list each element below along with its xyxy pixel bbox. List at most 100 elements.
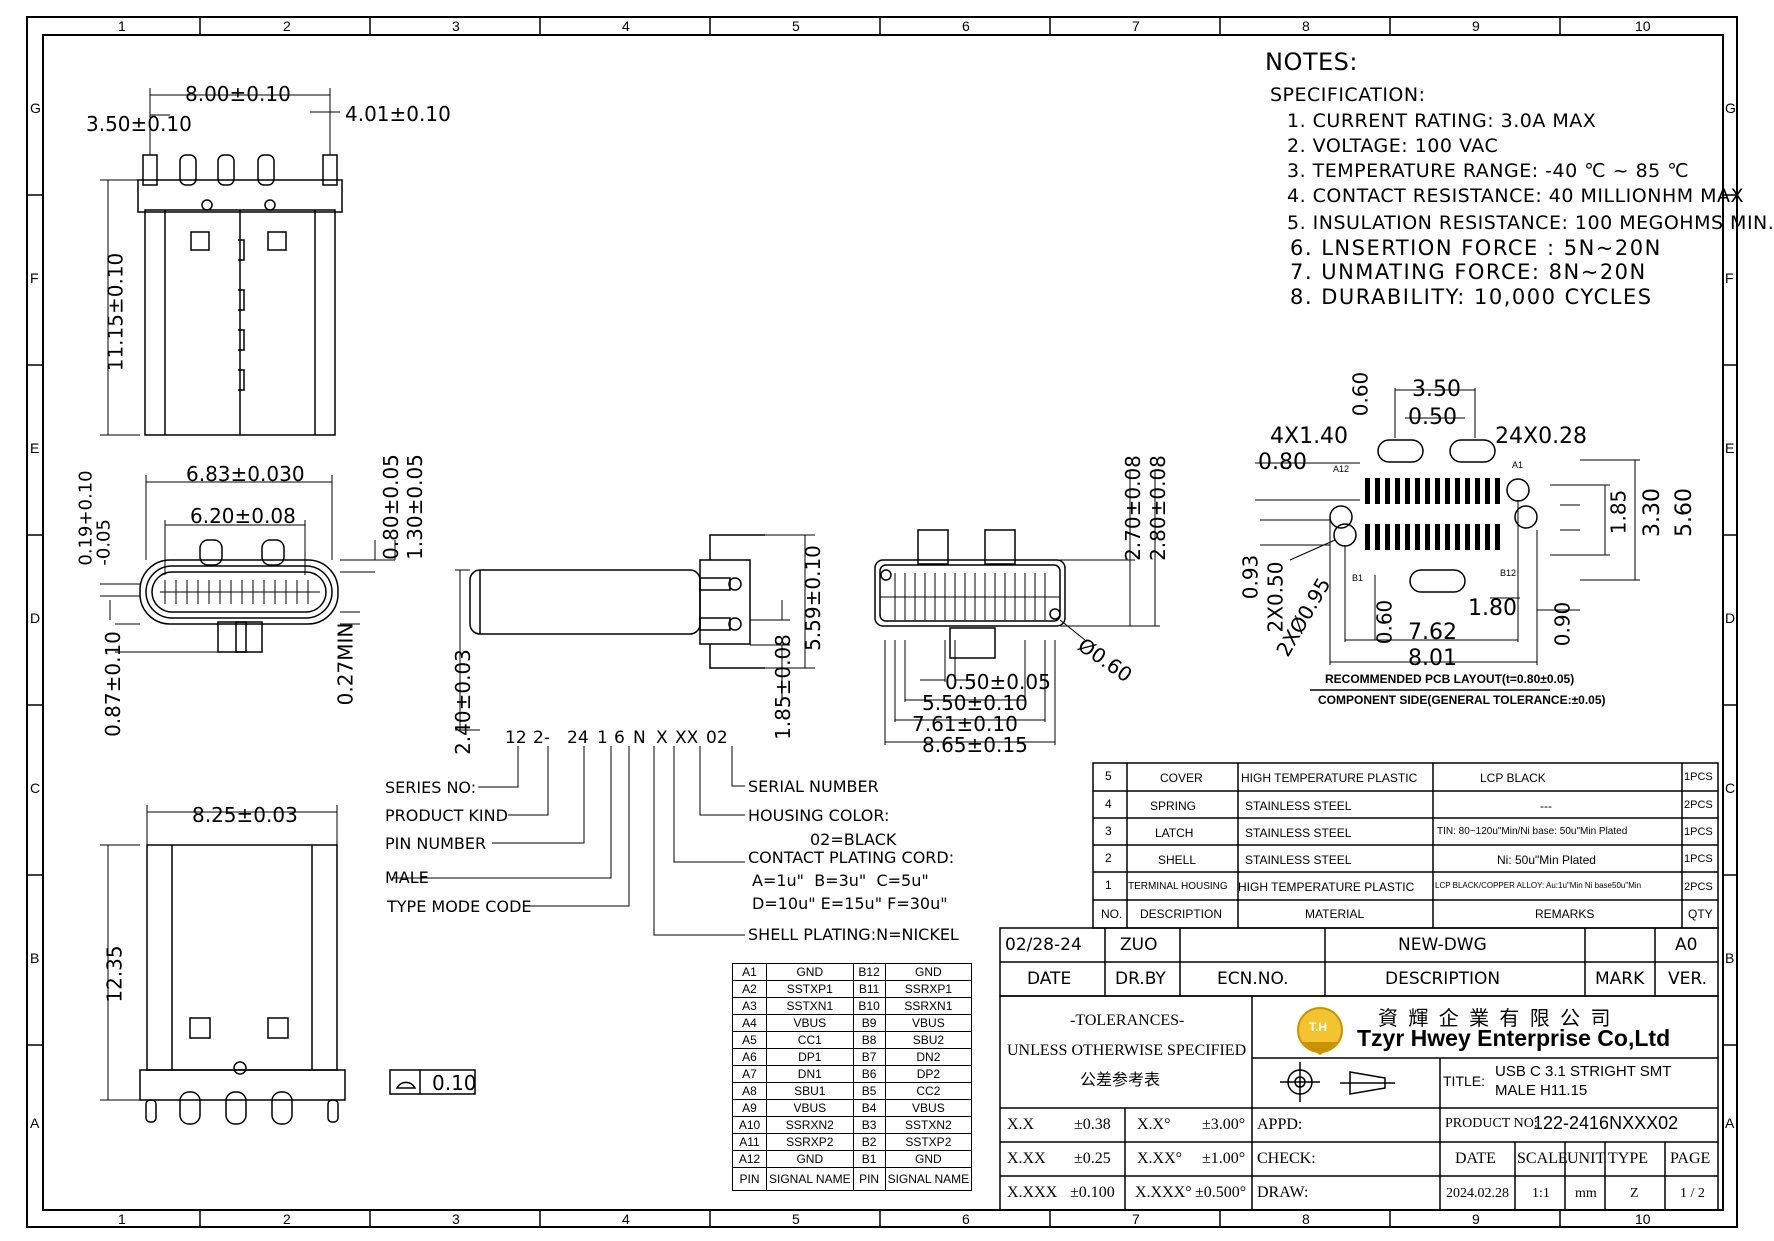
pin-cell: B9 <box>852 1014 886 1032</box>
product-label: PRODUCT NO: <box>1445 1116 1538 1131</box>
tb-header: TYPE <box>1608 1150 1648 1167</box>
note-item: 4. CONTACT RESISTANCE: 40 MILLIONHM MAX <box>1287 185 1745 207</box>
tol-cell: ±0.38 <box>1074 1116 1111 1133</box>
col-label: 8 <box>1302 1211 1310 1227</box>
pin-cell: B1 <box>852 1150 886 1168</box>
row-label: D <box>1725 610 1736 626</box>
pin-cell: A7 <box>732 1065 767 1083</box>
bom-grid <box>1092 762 1719 929</box>
partno-seg: XX <box>675 728 699 748</box>
partno-leaders <box>392 746 745 936</box>
bom-header: NO. <box>1101 907 1123 921</box>
tol-cell: X.XX° <box>1137 1150 1183 1167</box>
row-label: D <box>30 610 41 626</box>
partno-seg: 24 <box>567 728 589 748</box>
tb-value: 2024.02.28 <box>1446 1186 1509 1201</box>
partno-label: CONTACT PLATING CORD: <box>748 848 955 867</box>
dim-label: 3.30 <box>1639 488 1665 537</box>
tb-value: 1 / 2 <box>1680 1186 1705 1201</box>
note-item: 7. UNMATING FORCE: 8N~20N <box>1290 260 1647 284</box>
row-label: B <box>1725 950 1735 966</box>
dim-label: 4X1.40 <box>1270 424 1349 449</box>
flatness-frame <box>389 1069 476 1095</box>
logo-text: T.H <box>1309 1020 1327 1034</box>
row-label: G <box>1725 100 1736 116</box>
dim-label: 5.59±0.10 <box>800 545 825 651</box>
bom-cell: 5 <box>1105 769 1112 783</box>
bom-cell: COVER <box>1160 771 1203 785</box>
bom-cell: LCP BLACK/COPPER ALLOY: Au:1u"Min Ni bas… <box>1435 881 1642 890</box>
pin-cell: VBUS <box>884 1099 973 1117</box>
pin-cell: A12 <box>732 1150 767 1168</box>
pin-cell: SSRXP2 <box>766 1133 854 1151</box>
col-label: 9 <box>1472 18 1480 34</box>
tol-cell: X.X° <box>1137 1116 1171 1133</box>
partno-label: PRODUCT KIND <box>385 806 508 825</box>
col-label: 7 <box>1132 18 1140 34</box>
dim-label: 0.80±0.05 <box>378 454 403 560</box>
dim-label: 5.60 <box>1671 488 1697 537</box>
tol-cell: ±0.500° <box>1195 1184 1247 1201</box>
company-logo <box>1297 1007 1343 1055</box>
dim-label: 2.70±0.08 <box>1120 455 1145 561</box>
dim-label: 0.80 <box>1258 450 1307 475</box>
row-label: A <box>30 1115 40 1131</box>
note-item: 3. TEMPERATURE RANGE: -40 ℃ ~ 85 ℃ <box>1287 160 1690 182</box>
pin-cell: GND <box>766 1150 854 1168</box>
pcb-layout-pads <box>1365 478 1500 550</box>
spec-title: SPECIFICATION: <box>1270 84 1426 106</box>
front-view <box>139 539 339 653</box>
partno-label: MALE <box>385 868 429 887</box>
bom-cell: Ni: 50u"Min Plated <box>1497 853 1596 867</box>
col-label: 8 <box>1302 18 1310 34</box>
col-label: 10 <box>1635 1211 1651 1227</box>
dim-label: 0.93 <box>1238 554 1263 600</box>
pin-cell: SSTXP2 <box>884 1133 973 1151</box>
zone-ticks <box>27 17 1737 1227</box>
partno-label: A=1u" B=3u" C=5u" <box>752 871 929 890</box>
check-label: CHECK: <box>1257 1150 1316 1167</box>
col-label: 3 <box>452 1211 460 1227</box>
dim-label: 3.50 <box>1412 377 1461 402</box>
notes-title: NOTES: <box>1265 48 1358 76</box>
tol-cell: ±3.00° <box>1202 1116 1246 1133</box>
bom-cell: 2 <box>1105 851 1112 865</box>
dim-label: 6.20±0.08 <box>190 504 296 528</box>
pin-cell: SSRXP1 <box>884 980 973 998</box>
rev-header: VER. <box>1668 969 1707 989</box>
projection-symbol <box>1280 1062 1395 1102</box>
side-view-dims <box>455 534 815 731</box>
rev-header: ECN.NO. <box>1217 969 1289 989</box>
rev-desc: NEW-DWG <box>1398 935 1487 955</box>
partno-label: HOUSING COLOR: <box>748 806 890 825</box>
dim-label: 11.15±0.10 <box>103 252 128 372</box>
inner-frame <box>42 34 1724 1211</box>
pin-header: PIN <box>732 1167 767 1191</box>
tol-cell: X.XXX° <box>1135 1184 1192 1201</box>
pcb-side-view <box>874 529 1066 659</box>
bom-cell: --- <box>1540 799 1552 813</box>
pin-cell: SSRXN1 <box>884 997 973 1015</box>
pin-header: SIGNAL NAME <box>884 1167 973 1191</box>
dim-label: 0.90 <box>1550 601 1575 647</box>
rev-header: MARK <box>1595 969 1645 989</box>
dim-label: 8.01 <box>1408 646 1457 671</box>
front-view-contacts <box>100 475 396 653</box>
bom-cell: LCP BLACK <box>1480 771 1546 785</box>
dim-label: 7.61±0.10 <box>912 712 1018 736</box>
partno-seg: 02 <box>706 728 728 748</box>
row-label: A <box>1725 1115 1735 1131</box>
dim-label: 1.30±0.05 <box>402 454 427 560</box>
pin-cell: B10 <box>852 997 886 1015</box>
company-name-en: Tzyr Hwey Enterprise Co,Ltd <box>1357 1025 1671 1051</box>
pin-cell: VBUS <box>884 1014 973 1032</box>
dim-label: 1.85 <box>1606 489 1631 535</box>
row-label: G <box>30 100 41 116</box>
row-label: E <box>30 440 40 456</box>
partno-seg: X <box>656 728 668 748</box>
bom-header: MATERIAL <box>1305 907 1365 921</box>
